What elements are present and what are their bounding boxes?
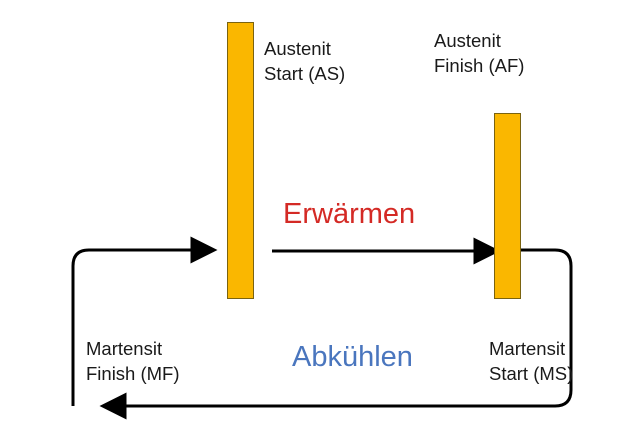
cooling-arrow-riser-path (71, 236, 218, 406)
label-martensit-finish-line2: Finish (MF) (86, 363, 180, 385)
label-austenit-finish-line1: Austenit (434, 30, 501, 51)
label-martensit-start-line1: Martensit (489, 338, 566, 359)
label-austenit-start-line2: Start (AS) (264, 63, 346, 85)
label-martensit-start-line2: Start (MS) (489, 363, 574, 385)
label-austenit-finish-line2: Finish (AF) (434, 55, 525, 77)
label-martensit-finish-line1: Martensit (86, 338, 163, 359)
label-martensit-finish: Martensit Finish (MF) (86, 336, 180, 386)
label-cooling-process: Abkühlen (292, 341, 413, 373)
bar-austenit-start (227, 22, 254, 299)
cooling-arrow-return-path (99, 248, 573, 420)
label-heating-process: Erwärmen (283, 198, 416, 230)
label-austenit-start: Austenit Start (AS) (264, 36, 345, 86)
label-austenit-finish: Austenit Finish (AF) (434, 28, 524, 78)
bar-austenit-finish (494, 113, 521, 299)
label-austenit-start-line1: Austenit (264, 38, 331, 59)
label-martensit-start: Martensit Start (MS) (489, 336, 573, 386)
